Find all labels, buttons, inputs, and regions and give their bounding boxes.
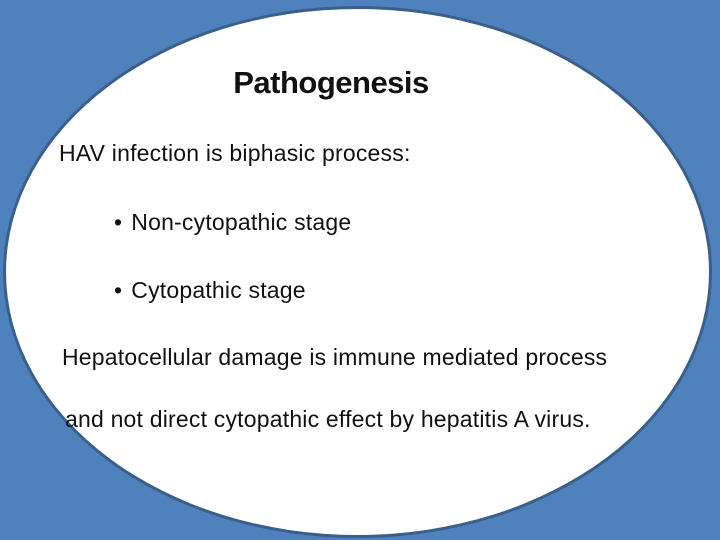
bullet-label: Cytopathic stage — [131, 277, 306, 303]
bullet-label: Non-cytopathic stage — [131, 209, 352, 235]
slide-title: Pathogenesis — [233, 65, 429, 100]
bullet-item-non-cytopathic: • Non-cytopathic stage — [114, 211, 351, 234]
ellipse-shape — [3, 6, 712, 538]
conclusion-line-1: Hepatocellular damage is immune mediated… — [62, 344, 608, 370]
conclusion-line-2: and not direct cytopathic effect by hepa… — [65, 406, 591, 432]
bullet-icon: • — [114, 277, 123, 303]
bullet-icon: • — [114, 209, 123, 235]
bullet-item-cytopathic: • Cytopathic stage — [114, 279, 306, 302]
intro-text: HAV infection is biphasic process: — [59, 140, 411, 166]
